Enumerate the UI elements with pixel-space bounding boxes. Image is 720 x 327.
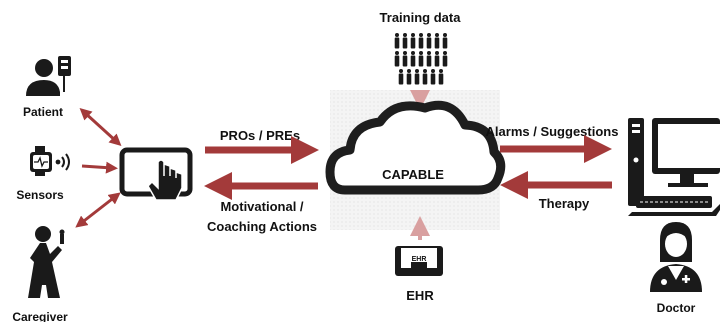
- caregiver-label: Caregiver: [12, 310, 68, 322]
- patient-icon: [26, 56, 71, 96]
- crowd-person-body: [394, 37, 400, 49]
- crowd-person-body: [422, 73, 428, 85]
- crowd-person-head: [403, 33, 407, 37]
- crowd-person-body: [414, 73, 420, 85]
- crowd-person-head: [443, 33, 447, 37]
- ehr-tag-label: EHR: [412, 256, 427, 263]
- tablet-touch-icon: [119, 147, 193, 201]
- crowd-person-head: [395, 33, 399, 37]
- crowd-person-body: [438, 73, 444, 85]
- crowd-person-head: [419, 33, 423, 37]
- patient-label: Patient: [23, 105, 63, 119]
- crowd-person-body: [442, 55, 448, 67]
- crowd-person-head: [411, 33, 415, 37]
- crowd-person-body: [406, 73, 412, 85]
- crowd-person-head: [419, 51, 423, 55]
- alarms-suggestions-label: Alarms / Suggestions: [486, 124, 619, 139]
- ehr-label: EHR: [406, 288, 434, 303]
- crowd-person-head: [403, 51, 407, 55]
- patient-tablet-arrow: [79, 107, 122, 147]
- therapy-label: Therapy: [539, 196, 590, 211]
- crowd-person-head: [407, 69, 411, 73]
- crowd-person-body: [394, 55, 400, 67]
- crowd-person-body: [434, 55, 440, 67]
- crowd-person-head: [423, 69, 427, 73]
- crowd-icon: [394, 33, 448, 85]
- crowd-person-body: [418, 55, 424, 67]
- crowd-person-body: [426, 37, 432, 49]
- crowd-person-head: [443, 51, 447, 55]
- crowd-person-head: [395, 51, 399, 55]
- crowd-person-head: [431, 69, 435, 73]
- crowd-person-head: [427, 51, 431, 55]
- motivational-label-line2: Coaching Actions: [207, 219, 317, 234]
- sensors-tablet-arrow: [81, 161, 118, 174]
- sensors-label: Sensors: [16, 188, 64, 202]
- crowd-person-body: [418, 37, 424, 49]
- crowd-person-head: [399, 69, 403, 73]
- desktop-computer-icon: [628, 118, 720, 216]
- doctor-label: Doctor: [657, 301, 696, 315]
- ehr-tray-icon: EHR: [395, 246, 443, 276]
- doctor-icon: [650, 222, 702, 292]
- caregiver-icon: [28, 226, 65, 298]
- crowd-person-body: [398, 73, 404, 85]
- crowd-person-body: [434, 37, 440, 49]
- crowd-person-head: [435, 51, 439, 55]
- capable-cloud-icon: [325, 100, 506, 195]
- crowd-person-body: [426, 55, 432, 67]
- crowd-person-head: [415, 69, 419, 73]
- crowd-person-body: [410, 55, 416, 67]
- training-data-label: Training data: [380, 10, 462, 25]
- crowd-person-body: [402, 37, 408, 49]
- crowd-person-head: [427, 33, 431, 37]
- motivational-label-line1: Motivational /: [220, 199, 303, 214]
- crowd-person-body: [410, 37, 416, 49]
- smartwatch-icon: [30, 146, 70, 176]
- crowd-person-body: [402, 55, 408, 67]
- crowd-person-body: [430, 73, 436, 85]
- crowd-person-head: [435, 33, 439, 37]
- caregiver-tablet-arrow: [75, 192, 121, 228]
- crowd-person-head: [439, 69, 443, 73]
- capable-label: CAPABLE: [382, 167, 444, 182]
- crowd-person-body: [442, 37, 448, 49]
- crowd-person-head: [411, 51, 415, 55]
- pros-pres-label: PROs / PREs: [220, 128, 300, 143]
